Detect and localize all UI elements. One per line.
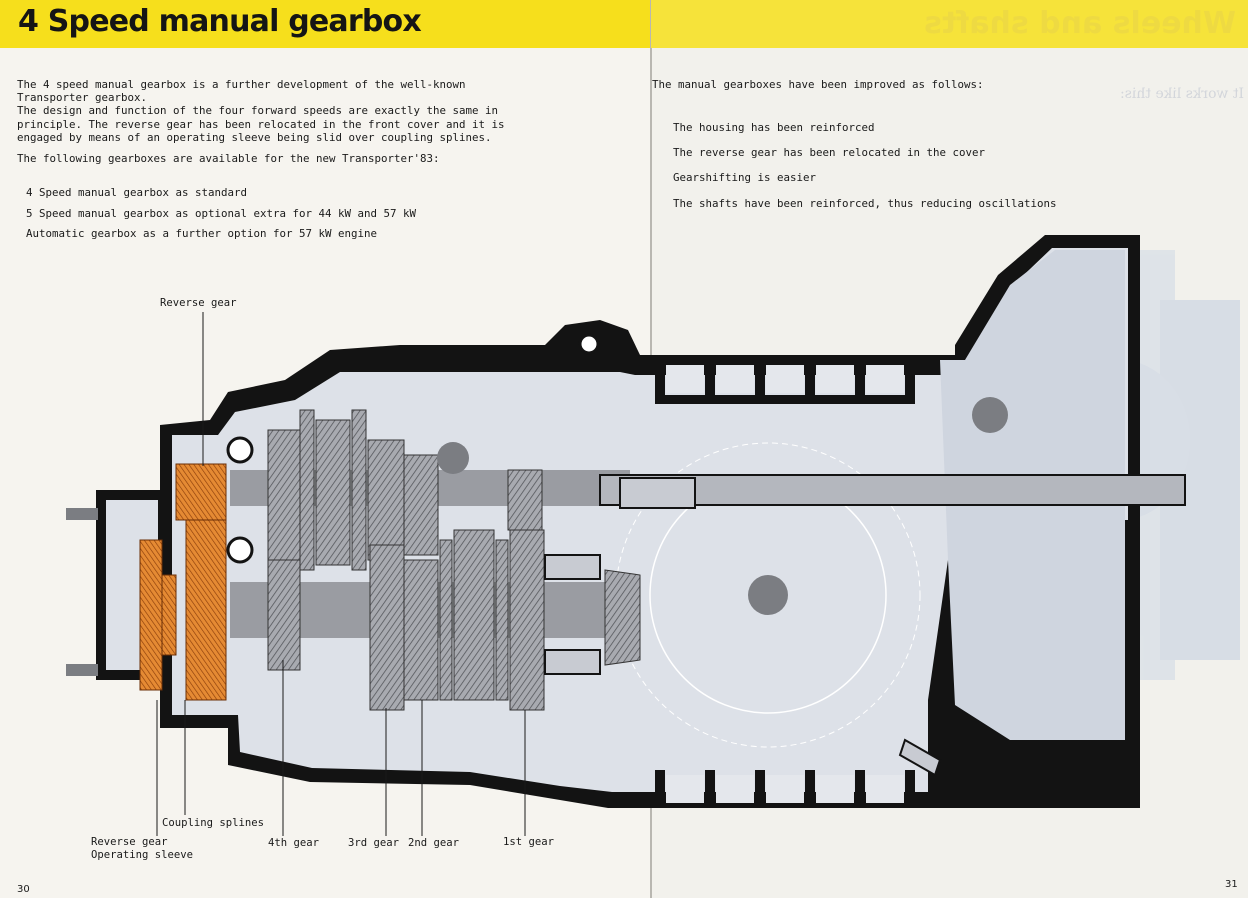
- list-item: 4 Speed manual gearbox as standard: [26, 186, 248, 199]
- intro-line: The 4 speed manual gearbox is a further …: [17, 78, 466, 91]
- list-item: The reverse gear has been relocated in t…: [673, 146, 986, 160]
- label-reverse-gear-bottom: Reverse gear: [91, 836, 168, 848]
- page-title: 4 Speed manual gearbox: [18, 4, 422, 39]
- intro-line: Transporter gearbox.: [17, 91, 148, 105]
- label-fourth-gear: 4th gear: [268, 837, 320, 849]
- intro-line: engaged by means of an operating sleeve …: [17, 130, 492, 144]
- list-item: 5 Speed manual gearbox as optional extra…: [26, 206, 417, 220]
- improvements-heading: The manual gearboxes have been improved …: [652, 78, 984, 91]
- lifting-eye: [578, 333, 600, 355]
- differential-hub: [748, 575, 788, 615]
- page-number-right: 31: [1225, 879, 1238, 890]
- page-number-left: 30: [17, 884, 30, 895]
- bearing: [226, 436, 601, 675]
- selector-shaft: [437, 442, 469, 474]
- label-third-gear: 3rd gear: [348, 837, 400, 849]
- label-reverse-gear-top: Reverse gear: [160, 297, 237, 309]
- intro-line: principle. The reverse gear has been rel…: [17, 117, 505, 131]
- list-item: The shafts have been reinforced, thus re…: [673, 196, 1057, 210]
- label-second-gear: 2nd gear: [408, 837, 460, 849]
- rear-mount: [972, 397, 1008, 433]
- gear-cluster: [267, 409, 545, 711]
- pinion-gear: [604, 569, 641, 666]
- list-item: Gearshifting is easier: [673, 171, 817, 185]
- intro-line: The design and function of the four forw…: [17, 104, 499, 118]
- label-operating-sleeve: Operating sleeve: [91, 849, 194, 861]
- housing-ribs: [655, 360, 915, 808]
- cover-stud: [66, 508, 98, 676]
- availability-heading: The following gearboxes are available fo…: [17, 152, 440, 165]
- leader-lines: [156, 312, 526, 836]
- label-first-gear: 1st gear: [503, 836, 555, 848]
- breather: [898, 738, 942, 777]
- title-banner: 4 Speed manual gearbox: [0, 0, 650, 48]
- gearbox-options-list: 4 Speed manual gearbox as standard 5 Spee…: [26, 183, 416, 245]
- reverse-gear-assembly: [139, 463, 227, 701]
- right-banner: Wheels and shafts: [651, 0, 1248, 48]
- intro-paragraph: The 4 speed manual gearbox is a further …: [17, 78, 505, 144]
- list-item: The housing has been reinforced: [673, 121, 875, 134]
- drive-shaft: [599, 474, 1186, 506]
- label-coupling-splines: Coupling splines: [162, 817, 265, 829]
- list-item: Automatic gearbox as a further option fo…: [26, 227, 378, 240]
